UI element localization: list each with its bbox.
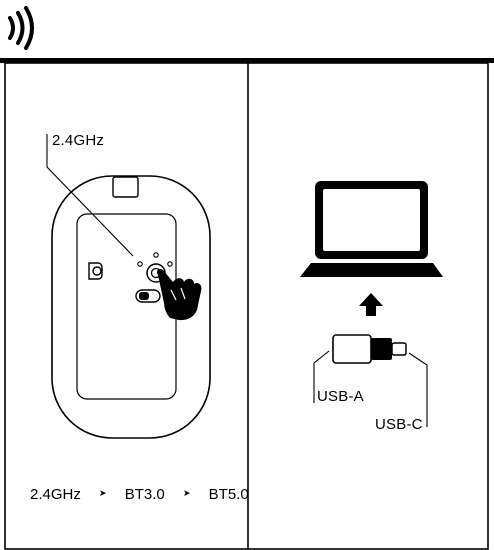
up-arrow-icon (359, 293, 383, 316)
usb-a-label: USB-A (317, 388, 364, 405)
laptop-icon (300, 181, 443, 277)
pointing-hand-icon (156, 268, 202, 321)
usb-dongle-icon (313, 334, 428, 427)
sequence-arrow-icon: ➤ (182, 487, 191, 498)
header-rule (0, 58, 494, 63)
callout-label-2-4ghz: 2.4GHz (52, 132, 105, 149)
mouse-underside-icon (46, 134, 211, 439)
mode-step-2: BT3.0 (124, 485, 165, 503)
usb-c-label: USB-C (375, 416, 423, 433)
mode-step-1: 2.4GHz (30, 485, 81, 503)
mode-step-3: BT5.0 (208, 485, 249, 503)
mode-sequence: 2.4GHz ➤ BT3.0 ➤ BT5.0 (30, 485, 249, 503)
sequence-arrow-icon: ➤ (99, 487, 107, 498)
wireless-signal-icon (8, 6, 34, 50)
instruction-panels (0, 63, 494, 550)
